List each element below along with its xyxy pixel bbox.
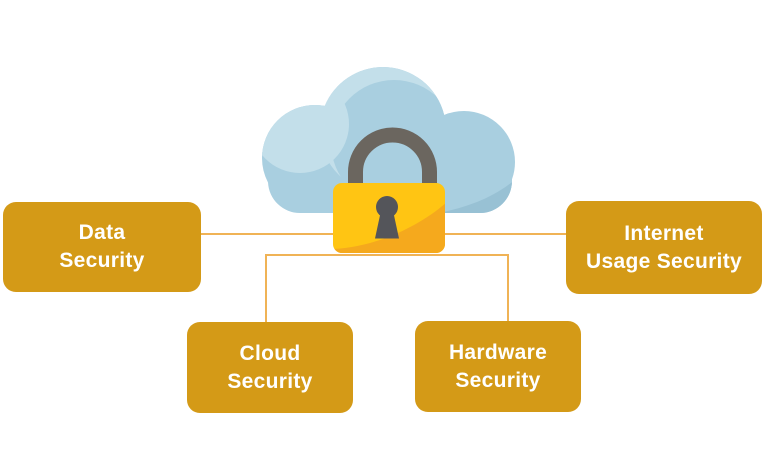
node-label-line: Cloud [239, 341, 301, 365]
node-internet-usage-security: Internet Usage Security [566, 201, 762, 294]
node-data-security: Data Security [3, 202, 201, 292]
node-label-line: Security [59, 249, 145, 272]
lock-shackle [348, 127, 437, 190]
keyhole-icon [375, 196, 399, 239]
cloud-highlight-left [262, 75, 349, 173]
lock-body-shade [333, 202, 445, 253]
node-label-line: Internet [624, 221, 704, 245]
node-label-line: Usage Security [586, 249, 742, 273]
cloud-shadow-wedge [433, 176, 515, 213]
connector-cloud-vertical [265, 254, 267, 323]
node-label-line: Security [455, 368, 541, 392]
connector-hardware-vertical [507, 254, 509, 322]
node-label-line: Data [78, 221, 126, 244]
node-hardware-security: Hardware Security [415, 321, 581, 412]
padlock-icon [333, 127, 445, 253]
node-label-line: Security [227, 369, 313, 393]
node-label-line: Hardware [448, 340, 548, 364]
cloud-lock-illustration [262, 67, 515, 253]
node-cloud-security: Cloud Security [187, 322, 353, 413]
connector-bottom-horizontal [265, 254, 509, 256]
